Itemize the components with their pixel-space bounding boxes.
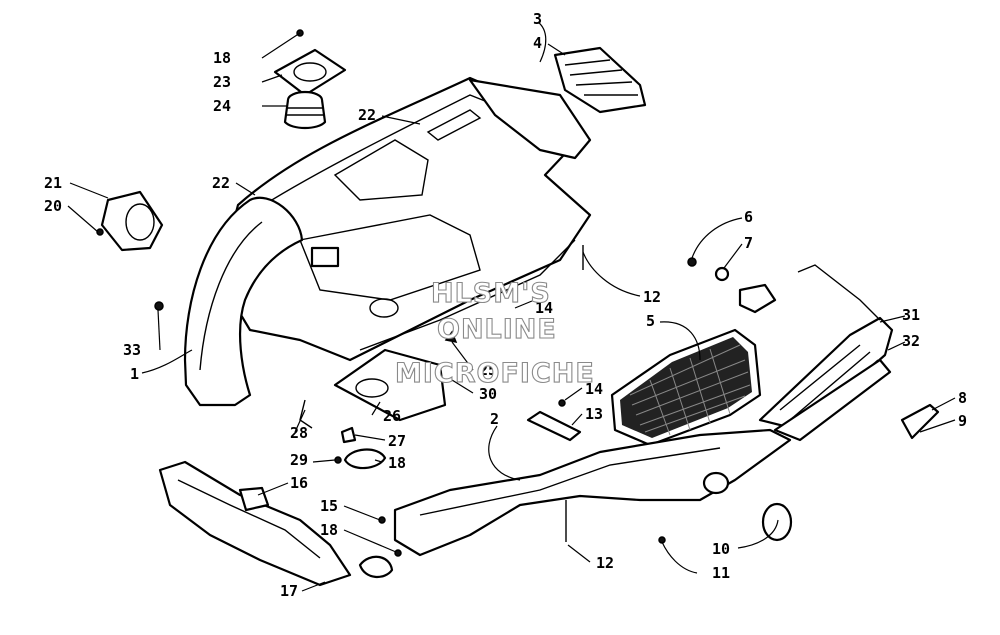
callout-18-low: 18 — [320, 521, 338, 539]
part-18-hose — [343, 448, 387, 470]
skid-lip — [238, 486, 270, 512]
callout-24: 24 — [213, 97, 231, 115]
hood-inner-panel — [299, 214, 481, 301]
frame-rail-2 — [393, 428, 792, 557]
hood-hole — [369, 298, 399, 318]
part-26-panel — [333, 348, 447, 422]
fender-tab — [310, 246, 340, 268]
lens-10 — [761, 502, 793, 542]
lens-10b — [702, 471, 730, 495]
mesh-fill — [620, 337, 752, 438]
leader-lines — [67, 21, 956, 592]
callout-33: 33 — [123, 341, 141, 359]
part-25-clip — [444, 330, 458, 344]
part-18-washer — [358, 555, 394, 578]
callout-25: 25 — [479, 361, 497, 379]
watermark-line-2: ONLINE — [437, 314, 557, 345]
callout-21: 21 — [44, 174, 62, 192]
callout-12-top: 12 — [643, 288, 661, 306]
callout-26: 26 — [383, 407, 401, 425]
callout-29: 29 — [290, 451, 308, 469]
screw-18c — [394, 549, 402, 557]
callout-6: 6 — [744, 208, 753, 226]
hood-ridge — [261, 94, 561, 207]
part-23-hole — [293, 62, 327, 82]
callout-27: 27 — [388, 432, 406, 450]
skid-plate-inner — [177, 479, 321, 559]
callout-32: 32 — [902, 332, 920, 350]
callout-17: 17 — [280, 582, 298, 600]
rail-32 — [773, 358, 892, 442]
callout-1: 1 — [130, 365, 139, 383]
watermark-line-1: HLSM'S — [431, 278, 551, 309]
bracket-13 — [526, 410, 582, 442]
fender-inner — [199, 221, 263, 371]
callout-23: 23 — [213, 73, 231, 91]
callout-16: 16 — [290, 474, 308, 492]
callout-30: 30 — [479, 385, 497, 403]
console-mount — [468, 78, 592, 160]
hood-window — [333, 139, 429, 201]
mesh-grid — [629, 344, 751, 436]
callout-10: 10 — [712, 540, 730, 558]
part-23-plate — [273, 48, 347, 97]
headlight-lens — [125, 203, 155, 241]
bolt-6 — [687, 257, 697, 267]
left-fender — [183, 196, 304, 407]
callout-20: 20 — [44, 197, 62, 215]
callout-28: 28 — [290, 424, 308, 442]
part-27-clamp — [340, 426, 357, 444]
callout-4: 4 — [533, 34, 542, 52]
callout-15: 15 — [320, 497, 338, 515]
callout-12-low: 12 — [596, 554, 614, 572]
headlight-21 — [100, 190, 164, 252]
hood-lower-edge — [359, 239, 576, 351]
callout-31: 31 — [902, 306, 920, 324]
callout-11: 11 — [712, 564, 730, 582]
callout-18-top: 18 — [213, 49, 231, 67]
callout-18-mid: 18 — [388, 454, 406, 472]
callout-22-left: 22 — [212, 174, 230, 192]
bracket-8 — [900, 403, 940, 440]
callout-22-top: 22 — [358, 106, 376, 124]
callout-3: 3 — [533, 10, 542, 28]
screw-14b — [558, 399, 566, 407]
watermark-line-3: MICROFICHE — [395, 358, 595, 389]
callout-7: 7 — [744, 234, 753, 252]
vent-slats — [564, 59, 638, 96]
callout-8: 8 — [958, 389, 967, 407]
part-24-ribs — [286, 107, 324, 116]
screw-33 — [154, 301, 164, 311]
part-26-hole — [355, 378, 389, 398]
washer-7 — [714, 266, 730, 282]
callout-5: 5 — [646, 312, 655, 330]
part-7-plate — [738, 283, 777, 314]
rail-upper-bracket — [797, 264, 881, 321]
frame-rail-edge — [419, 447, 721, 516]
callout-9: 9 — [958, 412, 967, 430]
callout-14-top: 14 — [535, 299, 553, 317]
hood-slot — [426, 109, 482, 141]
screw-20 — [96, 228, 104, 236]
callout-2: 2 — [490, 410, 499, 428]
screw-29 — [334, 456, 342, 464]
part-24-boot — [283, 99, 327, 130]
callout-14-mid: 14 — [585, 380, 603, 398]
vent-grille — [553, 46, 647, 114]
callout-13: 13 — [585, 405, 603, 423]
skid-plate-16 — [158, 460, 352, 587]
